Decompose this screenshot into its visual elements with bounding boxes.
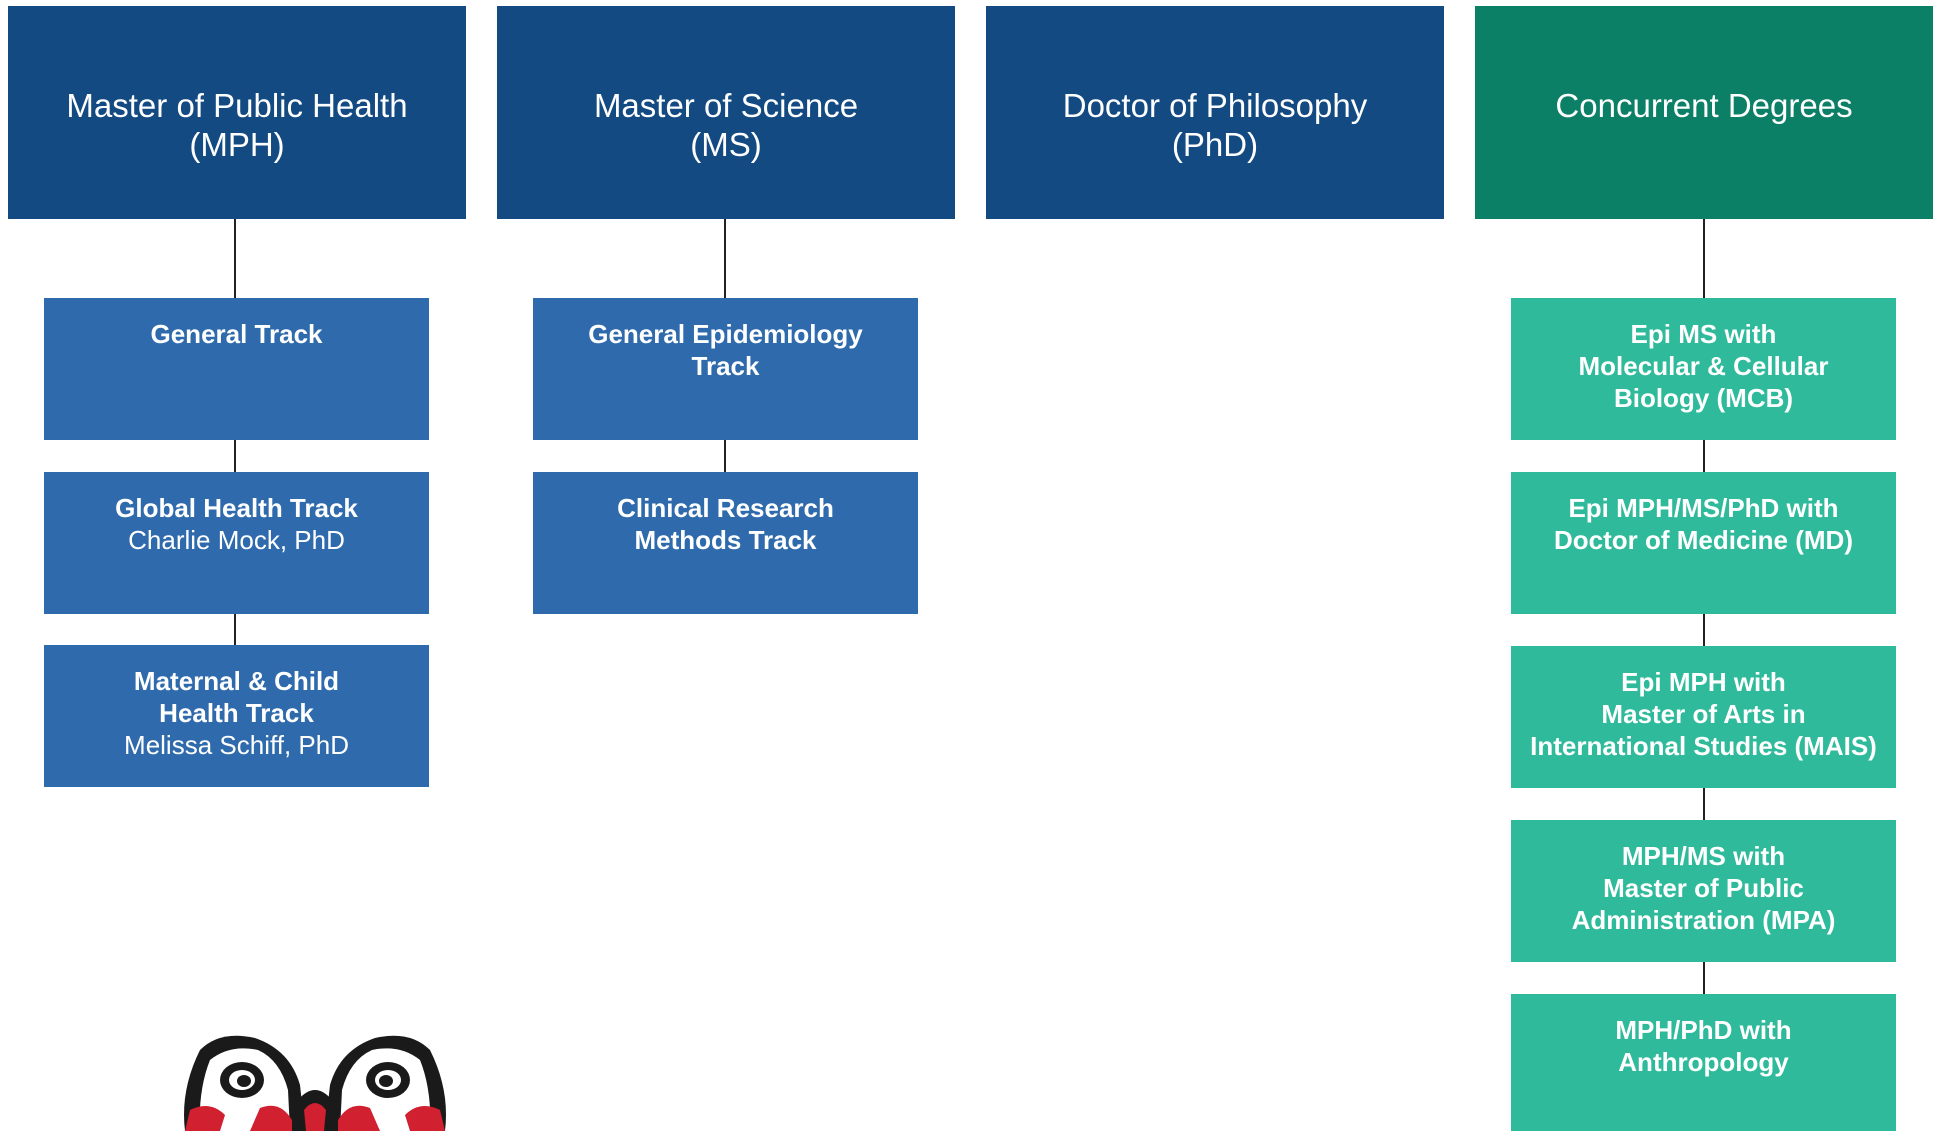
connector-concurrent-2 (1703, 440, 1705, 472)
header-ms-line1: Master of Science (593, 87, 859, 124)
track-label-line2: Health Track (159, 698, 314, 728)
header-ms-line2: (MS) (690, 126, 762, 163)
track-person: Melissa Schiff, PhD (124, 730, 349, 760)
degree-line2: Master of Arts in (1601, 699, 1806, 729)
track-label-line2: Methods Track (634, 525, 817, 555)
track-label: Maternal & Child (133, 666, 340, 696)
degree-line1: Epi MPH with (1621, 667, 1786, 697)
header-concurrent-line1: Concurrent Degrees (1555, 87, 1853, 124)
degree-line3: International Studies (MAIS) (1530, 731, 1877, 761)
degree-line2: Doctor of Medicine (MD) (1554, 525, 1853, 555)
concurrent-mph-phd-anthropology: MPH/PhD with Anthropology (1511, 994, 1896, 1131)
degree-line1: MPH/MS with (1621, 841, 1786, 871)
header-mph-line2: (MPH) (189, 126, 285, 163)
connector-mph-2 (234, 440, 236, 472)
degree-line2: Master of Public (1603, 873, 1804, 903)
connector-concurrent-5 (1703, 962, 1705, 994)
header-ms: Master of Science (MS) (497, 6, 955, 219)
track-label-line2: Track (691, 351, 760, 381)
degree-line1: Epi MS with (1630, 319, 1777, 349)
track-ms-clinical-research: Clinical Research Methods Track (533, 472, 918, 614)
degree-line1: MPH/PhD with (1615, 1015, 1792, 1045)
degree-line2: Molecular & Cellular (1578, 351, 1829, 381)
connector-concurrent-1 (1703, 219, 1705, 299)
header-phd: Doctor of Philosophy (PhD) (986, 6, 1444, 219)
connector-ms-1 (724, 219, 726, 299)
track-label: General Epidemiology (588, 319, 863, 349)
connector-mph-3 (234, 614, 236, 646)
track-mph-general: General Track (44, 298, 429, 440)
header-mph-line1: Master of Public Health (66, 87, 408, 124)
degree-line3: Biology (MCB) (1613, 383, 1794, 413)
coast-salish-art-logo-icon (184, 1035, 446, 1131)
degree-line1: Epi MPH/MS/PhD with (1568, 493, 1839, 523)
header-concurrent: Concurrent Degrees (1475, 6, 1933, 219)
track-mph-maternal-child: Maternal & Child Health Track Melissa Sc… (44, 645, 429, 787)
degree-line2: Anthropology (1618, 1047, 1789, 1077)
degree-line3: Administration (MPA) (1571, 905, 1836, 935)
connector-ms-2 (724, 440, 726, 472)
track-ms-general-epidemiology: General Epidemiology Track (533, 298, 918, 440)
concurrent-epi-md: Epi MPH/MS/PhD with Doctor of Medicine (… (1511, 472, 1896, 614)
track-mph-global-health: Global Health Track Charlie Mock, PhD (44, 472, 429, 614)
connector-concurrent-4 (1703, 788, 1705, 820)
concurrent-mph-ms-mpa: MPH/MS with Master of Public Administrat… (1511, 820, 1896, 962)
track-label: Global Health Track (115, 493, 358, 523)
header-mph: Master of Public Health (MPH) (8, 6, 466, 219)
concurrent-epi-mph-mais: Epi MPH with Master of Arts in Internati… (1511, 646, 1896, 788)
header-phd-line2: (PhD) (1171, 126, 1259, 163)
track-person: Charlie Mock, PhD (128, 525, 345, 555)
header-phd-line1: Doctor of Philosophy (1062, 87, 1368, 124)
connector-concurrent-3 (1703, 614, 1705, 646)
track-label: Clinical Research (617, 493, 834, 523)
concurrent-epi-ms-mcb: Epi MS with Molecular & Cellular Biology… (1511, 298, 1896, 440)
connector-mph-1 (234, 219, 236, 299)
track-label: General Track (150, 319, 323, 349)
